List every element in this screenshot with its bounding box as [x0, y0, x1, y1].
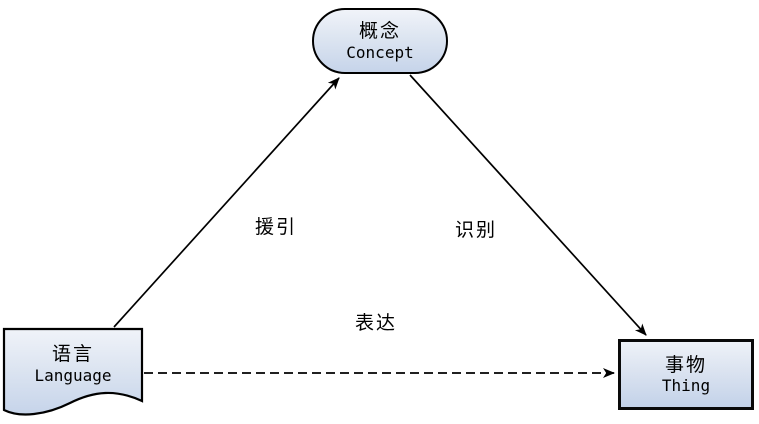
language-label-zh: 语言: [51, 343, 94, 365]
language-node-shape: [2, 327, 144, 416]
edge-label-identify: 识别: [454, 219, 497, 241]
edge-identify-arrow: [409, 74, 647, 336]
node-thing: 事物 Thing: [618, 339, 754, 410]
thing-label-en: Thing: [661, 376, 711, 396]
edge-cite-arrow: [113, 77, 340, 328]
concept-label-en: Concept: [346, 42, 414, 62]
edge-label-express: 表达: [354, 312, 397, 334]
edge-label-cite: 援引: [254, 216, 297, 238]
node-language: 语言 Language: [3, 330, 143, 398]
node-concept: 概念 Concept: [312, 8, 448, 74]
thing-label-zh: 事物: [664, 353, 707, 376]
concept-label-zh: 概念: [358, 20, 401, 42]
language-label-en: Language: [34, 365, 112, 385]
